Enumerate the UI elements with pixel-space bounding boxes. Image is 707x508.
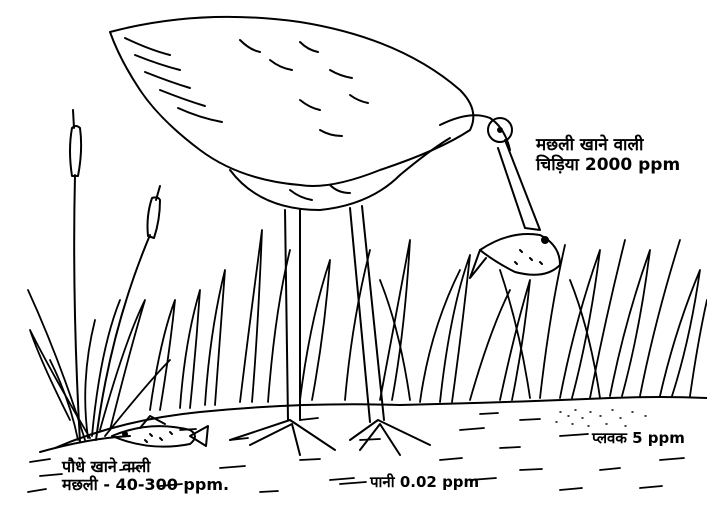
plankton-pointer <box>560 434 588 436</box>
reeds-left <box>28 270 225 440</box>
bird-label-line2: चिड़िया 2000 ppm <box>536 156 680 176</box>
water-label: पानी 0.02 ppm <box>370 474 479 491</box>
plankton-dots <box>556 410 646 426</box>
herbivore-fish-label: पौधे खाने वाली मछली - 40-300 ppm. <box>62 458 229 495</box>
herbivore-fish-label-line1: पौधे खाने वाली <box>62 458 229 476</box>
bird <box>110 17 540 455</box>
small-fish <box>112 416 208 447</box>
cattails <box>70 110 160 442</box>
bird-label-line1: मछली खाने वाली <box>536 136 680 156</box>
reeds-right <box>240 230 707 402</box>
herbivore-fish-label-line2: मछली - 40-300 ppm. <box>62 476 229 494</box>
caught-fish <box>470 234 560 278</box>
plankton-label: प्लवक 5 ppm <box>592 430 685 447</box>
water-pointer <box>340 482 366 484</box>
bird-label: मछली खाने वाली चिड़िया 2000 ppm <box>536 136 680 175</box>
